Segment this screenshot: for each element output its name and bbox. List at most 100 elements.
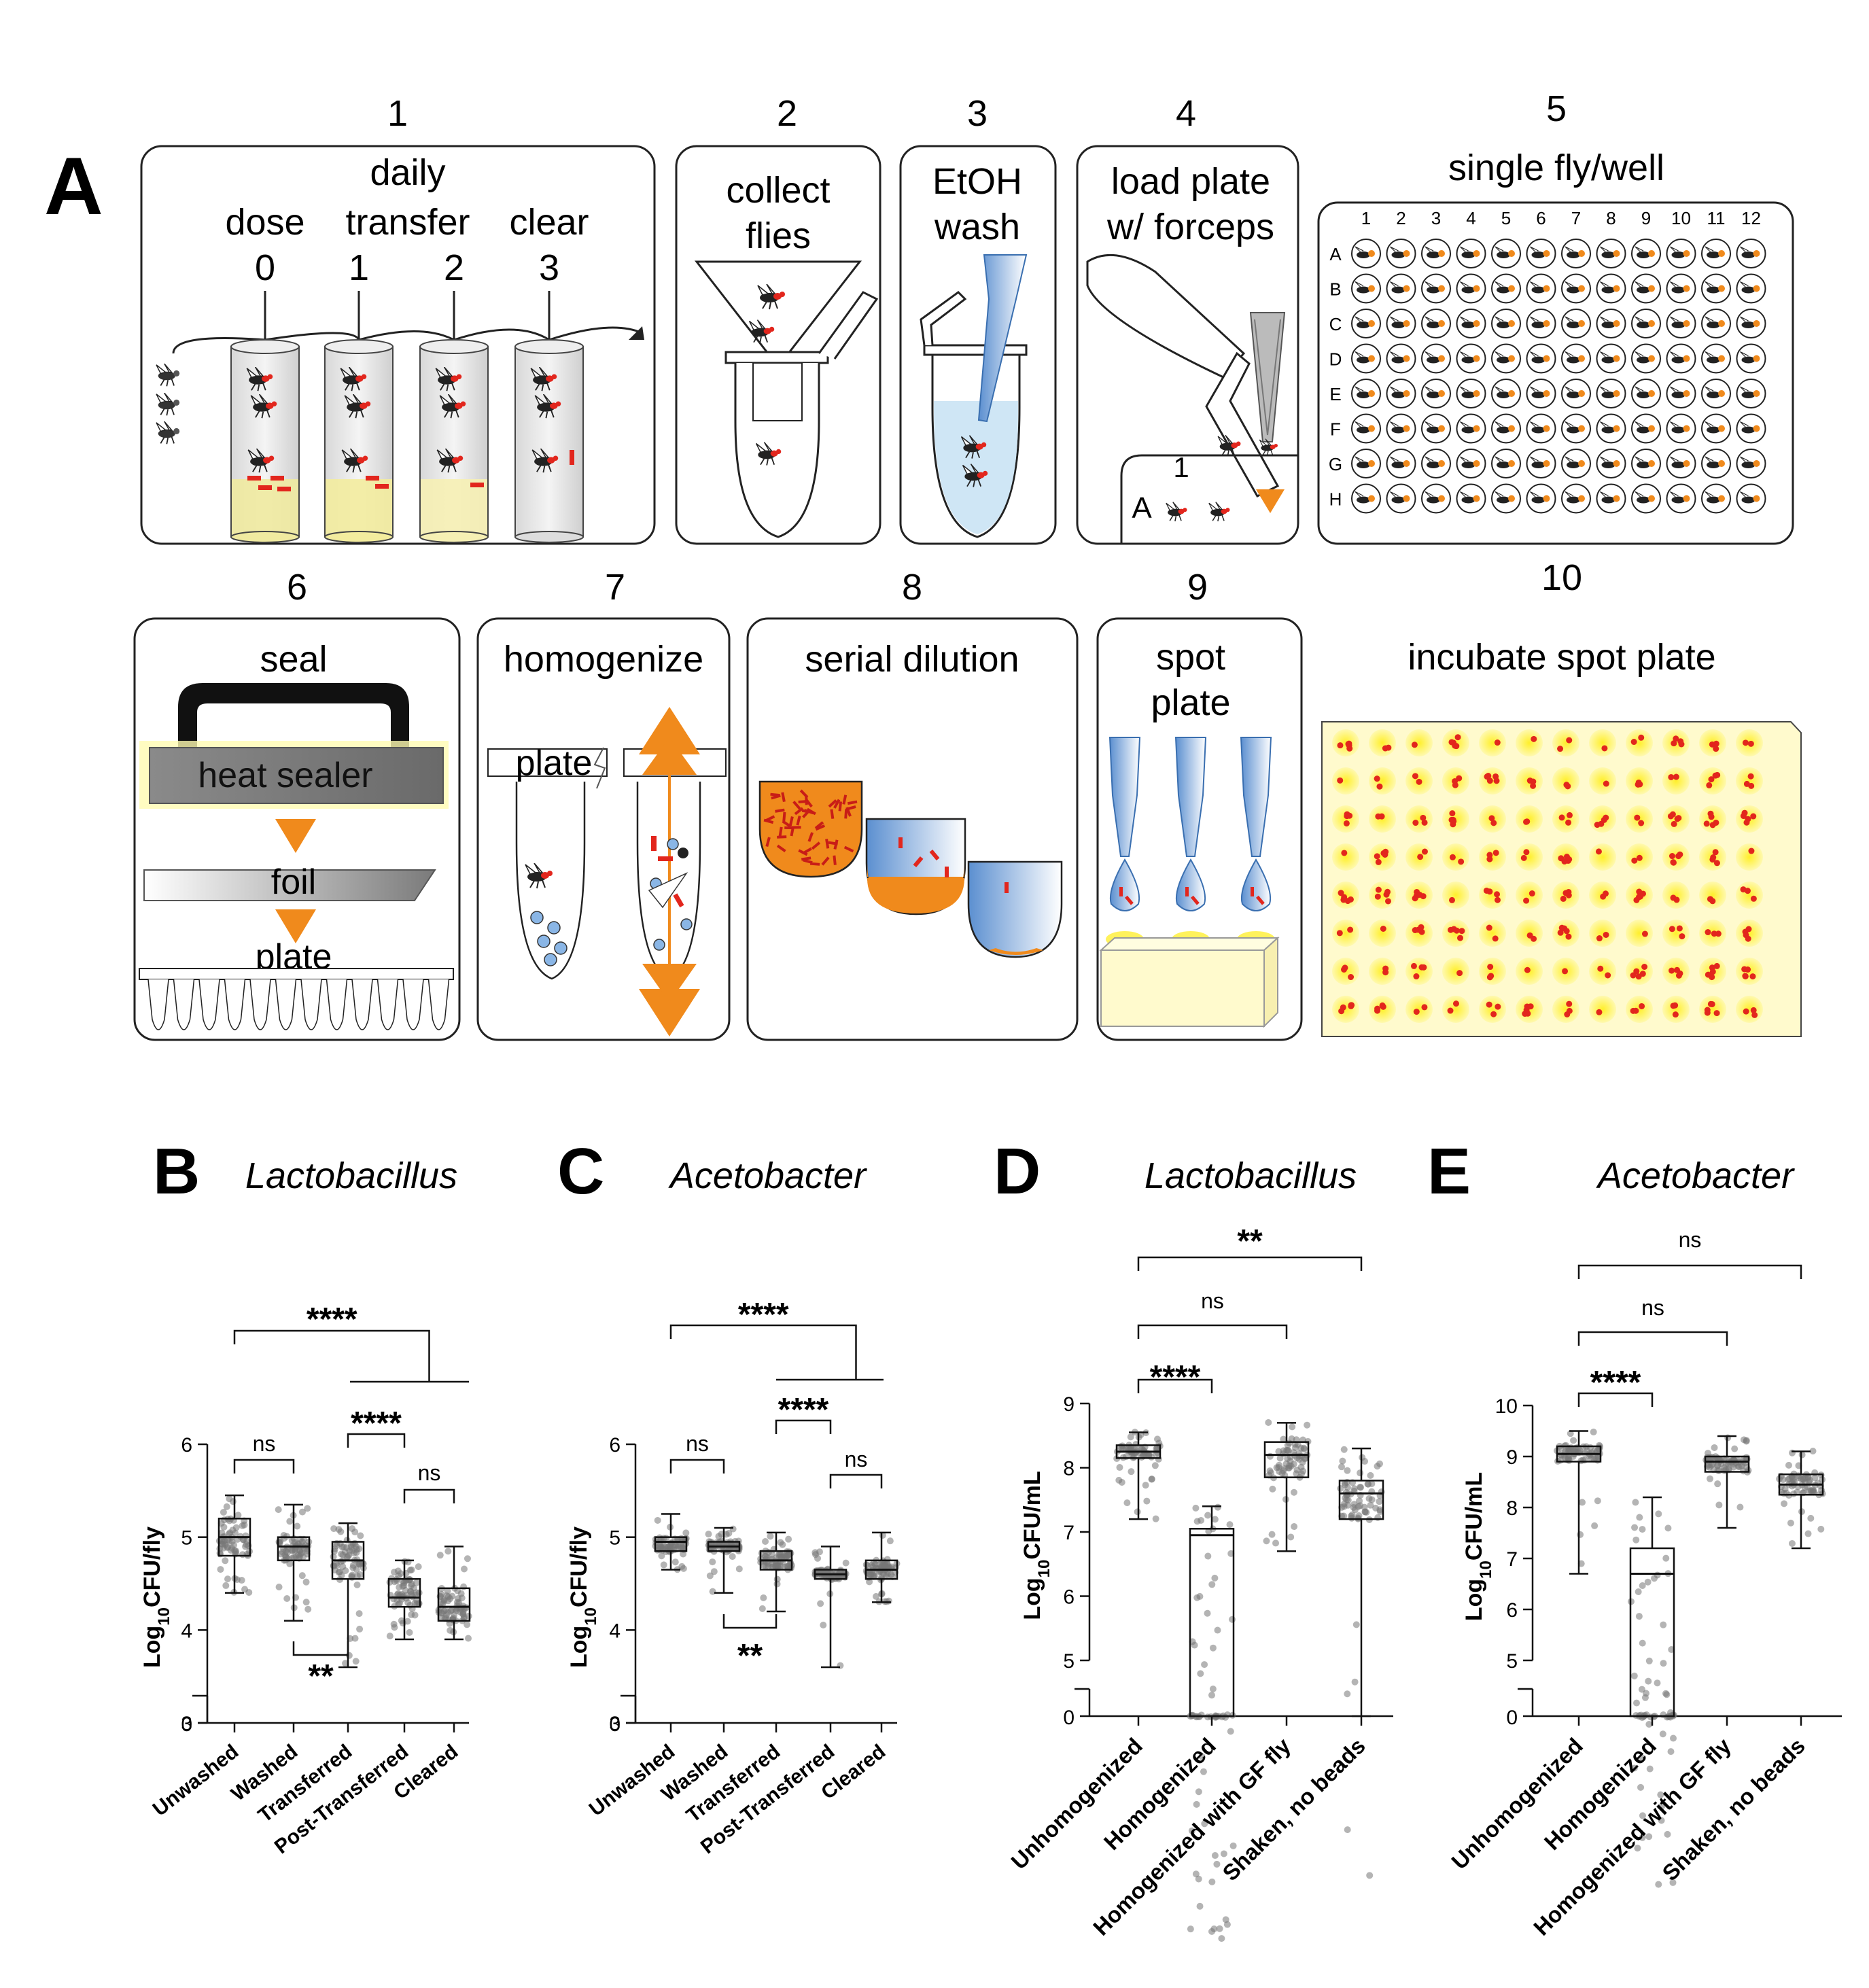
panel-letter: D <box>994 1135 1041 1208</box>
data-point <box>1591 1522 1599 1529</box>
y-tick-label: 8 <box>1506 1497 1518 1520</box>
data-point <box>355 1610 363 1618</box>
pcr-well <box>377 979 399 1030</box>
step-1-number: 1 <box>387 93 408 134</box>
colony-spot <box>1589 767 1616 795</box>
colony-spot <box>1736 996 1763 1023</box>
data-point <box>1275 1464 1282 1471</box>
data-point <box>735 1565 743 1573</box>
box-Homogenized <box>1187 1503 1237 1942</box>
step-10-line-1: incubate spot plate <box>1408 637 1715 678</box>
y-axis-label: Log10CFU/fly <box>566 1527 600 1668</box>
data-point <box>705 1531 712 1538</box>
significance-bracket: ns <box>1577 1295 1728 1346</box>
data-point <box>352 1658 360 1665</box>
colony-spot <box>1552 805 1579 833</box>
data-point <box>1228 1616 1236 1623</box>
data-point <box>282 1554 290 1561</box>
box-Washed <box>705 1525 743 1595</box>
data-point <box>1208 1581 1216 1588</box>
box-Transferred <box>757 1531 795 1613</box>
data-point <box>394 1590 402 1597</box>
pcr-well <box>249 979 271 1030</box>
data-point <box>399 1620 406 1627</box>
data-point <box>1376 1506 1384 1514</box>
significance-bracket: ns <box>403 1461 455 1503</box>
box-iqr <box>1338 1480 1384 1520</box>
box-Transferred <box>330 1522 367 1669</box>
data-point <box>1736 1503 1744 1511</box>
data-point <box>1265 1419 1272 1427</box>
panel-a: A 1 daily dose transfer clear 0 1 2 3 <box>44 88 1802 1041</box>
data-point <box>294 1522 301 1530</box>
data-point <box>1198 1516 1205 1524</box>
data-point <box>1807 1514 1815 1522</box>
data-point <box>1804 1530 1812 1537</box>
step-6-seal: 6 seal heat sealer foil plate <box>133 567 461 1041</box>
step-1-daily-label: daily <box>370 152 445 193</box>
data-point <box>340 1543 347 1550</box>
plate-col-label: 12 <box>1741 208 1761 228</box>
data-point <box>298 1508 306 1516</box>
data-point <box>1209 1685 1217 1692</box>
step-2-line-2: flies <box>746 215 811 256</box>
step-4-number: 4 <box>1176 93 1196 134</box>
data-point <box>1337 1484 1344 1492</box>
step-8-line-1: serial dilution <box>805 639 1019 680</box>
data-point <box>357 1532 364 1539</box>
plate-row-label: G <box>1329 454 1342 474</box>
data-point <box>1374 1463 1381 1470</box>
significance-label: ns <box>253 1431 276 1456</box>
data-point <box>1128 1468 1135 1476</box>
data-point <box>762 1538 769 1546</box>
significance-label: **** <box>738 1297 789 1333</box>
data-point <box>338 1571 345 1579</box>
colony-spot <box>1589 729 1616 756</box>
step-9-spot: 9 spot plate <box>1096 567 1303 1041</box>
data-point <box>356 1625 364 1633</box>
plate-col-label: 3 <box>1431 208 1441 228</box>
data-point <box>1127 1433 1134 1441</box>
plate-row-label: D <box>1329 349 1342 370</box>
data-point <box>1714 1480 1722 1488</box>
y-tick-label: 0 <box>1506 1707 1518 1729</box>
data-point <box>1632 1499 1639 1506</box>
data-point <box>1188 1827 1195 1834</box>
spot-plate <box>1321 721 1802 1037</box>
data-point <box>785 1535 792 1543</box>
x-tick-label: Shaken, no beads <box>1217 1733 1370 1886</box>
significance-bracket: ** <box>1137 1223 1363 1271</box>
significance-bracket: **** <box>669 1297 884 1381</box>
data-point <box>1340 1512 1348 1520</box>
data-point <box>298 1572 306 1580</box>
data-point <box>304 1505 311 1512</box>
colony-spot <box>1699 996 1726 1023</box>
data-point <box>1268 1531 1276 1538</box>
data-point <box>1788 1449 1796 1457</box>
box-Cleared <box>862 1531 901 1605</box>
plate-col-label: 5 <box>1501 208 1511 228</box>
data-point <box>232 1548 240 1555</box>
data-point <box>1801 1474 1809 1482</box>
y-tick-label: 6 <box>181 1434 192 1457</box>
data-point <box>1785 1461 1792 1469</box>
data-point <box>1637 1783 1645 1791</box>
data-point <box>1351 1678 1359 1686</box>
data-point <box>1655 1510 1662 1518</box>
heat-sealer-block <box>149 747 444 804</box>
box-iqr <box>654 1536 688 1552</box>
data-point <box>226 1495 233 1503</box>
step-5-line-1: single fly/well <box>1448 147 1664 188</box>
data-point <box>1357 1484 1364 1491</box>
box-Unwashed <box>215 1494 254 1596</box>
y-tick-label: 3 <box>181 1713 192 1735</box>
data-point <box>1570 1437 1577 1444</box>
data-point <box>1631 1524 1639 1531</box>
data-point <box>1220 1850 1227 1858</box>
data-point <box>1635 1588 1642 1595</box>
data-point <box>1352 1621 1360 1628</box>
data-point <box>1344 1467 1351 1474</box>
